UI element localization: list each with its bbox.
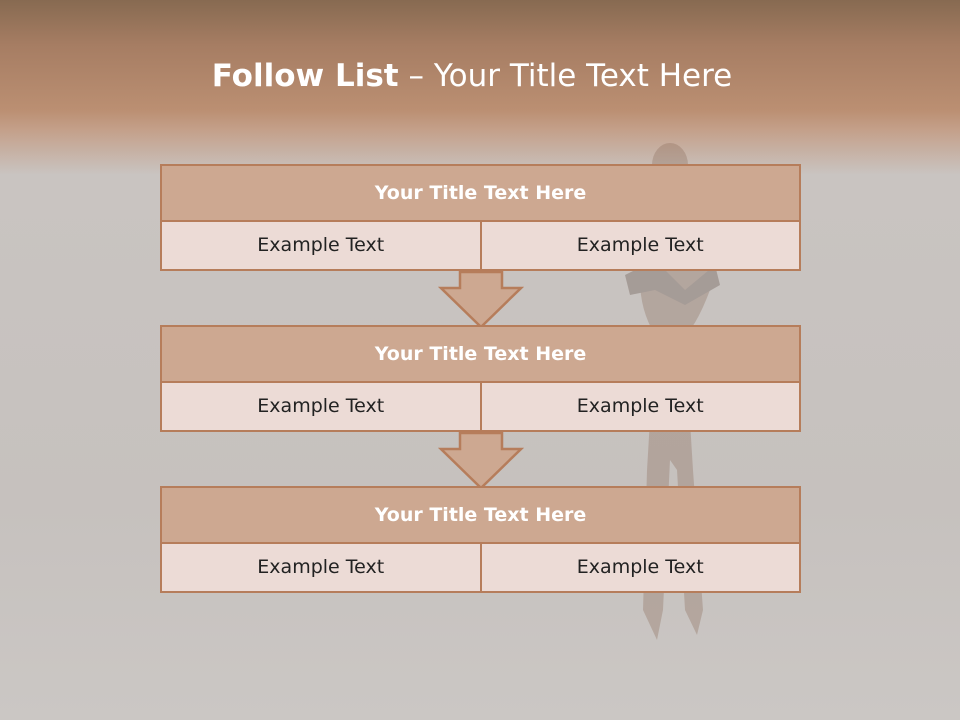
step-block-3: Your Title Text Here Example Text Exampl…	[160, 486, 801, 593]
step-cell-left: Example Text	[257, 234, 385, 256]
down-arrow-icon	[438, 270, 524, 329]
step-cell-left: Example Text	[257, 556, 385, 578]
step-row: Example Text Example Text	[160, 544, 801, 593]
title-bold-part: Follow List	[211, 58, 399, 94]
slide-title: Follow List – Your Title Text Here	[0, 54, 944, 98]
step-block-1: Your Title Text Here Example Text Exampl…	[160, 164, 801, 271]
step-cell-right: Example Text	[479, 544, 800, 591]
step-block-2: Your Title Text Here Example Text Exampl…	[160, 325, 801, 432]
step-row: Example Text Example Text	[160, 383, 801, 432]
step-cell-right: Example Text	[479, 383, 800, 430]
step-row: Example Text Example Text	[160, 222, 801, 271]
down-arrow-icon	[438, 431, 524, 490]
step-title: Your Title Text Here	[160, 325, 801, 383]
header-band	[0, 0, 960, 175]
step-title: Your Title Text Here	[160, 164, 801, 222]
step-cell-left: Example Text	[257, 395, 385, 417]
step-cell-right: Example Text	[479, 222, 800, 269]
step-title: Your Title Text Here	[160, 486, 801, 544]
title-rest-part: – Your Title Text Here	[398, 58, 733, 94]
